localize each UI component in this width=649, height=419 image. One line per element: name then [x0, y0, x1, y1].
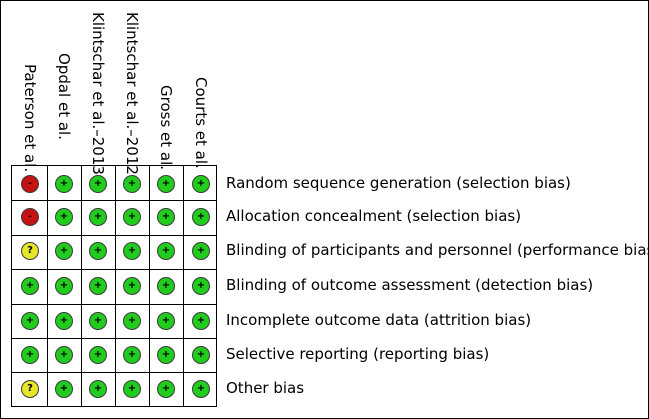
grid-column-divider — [47, 166, 48, 406]
domain-label: Blinding of outcome assessment (detectio… — [226, 276, 594, 294]
judgement-low-icon: + — [123, 380, 141, 398]
judgement-low-icon: + — [192, 208, 210, 226]
grid-row-divider — [12, 269, 216, 271]
grid-column-divider — [81, 166, 82, 406]
judgement-low-icon: + — [55, 277, 73, 295]
judgement-low-icon: + — [89, 380, 107, 398]
judgement-low-icon: + — [157, 346, 175, 364]
study-label: Opdal et al. — [55, 53, 73, 140]
judgement-low-icon: + — [55, 346, 73, 364]
judgement-low-icon: + — [21, 312, 39, 330]
judgement-low-icon: + — [55, 208, 73, 226]
judgement-low-icon: + — [89, 312, 107, 330]
grid-column-divider — [149, 166, 150, 406]
grid-column-divider — [183, 166, 184, 406]
judgement-low-icon: + — [123, 175, 141, 193]
judgement-low-icon: + — [192, 175, 210, 193]
judgement-low-icon: + — [123, 346, 141, 364]
judgement-low-icon: + — [157, 208, 175, 226]
judgement-low-icon: + — [157, 242, 175, 260]
judgement-unclear-icon: ? — [21, 380, 39, 398]
judgement-low-icon: + — [55, 175, 73, 193]
domain-label: Incomplete outcome data (attrition bias) — [226, 311, 532, 329]
domain-label: Random sequence generation (selection bi… — [226, 174, 571, 192]
grid-row-divider — [12, 303, 216, 305]
study-label: Paterson et al. — [21, 64, 39, 173]
grid-row-divider — [12, 200, 216, 202]
judgement-low-icon: + — [157, 380, 175, 398]
judgement-low-icon: + — [123, 312, 141, 330]
grid-row-divider — [12, 372, 216, 374]
judgement-low-icon: + — [192, 277, 210, 295]
judgement-low-icon: + — [192, 312, 210, 330]
judgement-unclear-icon: ? — [21, 242, 39, 260]
risk-of-bias-grid: -+++++-+++++?+++++++++++++++++++++++?+++… — [11, 165, 217, 407]
judgement-low-icon: + — [55, 380, 73, 398]
judgement-low-icon: + — [192, 346, 210, 364]
grid-row-divider — [12, 234, 216, 236]
judgement-low-icon: + — [123, 208, 141, 226]
judgement-low-icon: + — [192, 242, 210, 260]
judgement-low-icon: + — [157, 312, 175, 330]
judgement-low-icon: + — [89, 175, 107, 193]
judgement-low-icon: + — [89, 242, 107, 260]
judgement-low-icon: + — [21, 277, 39, 295]
judgement-low-icon: + — [89, 208, 107, 226]
judgement-high-icon: - — [21, 175, 39, 193]
domain-label: Allocation concealment (selection bias) — [226, 207, 522, 225]
domain-label: Blinding of participants and personnel (… — [226, 241, 649, 259]
judgement-low-icon: + — [157, 175, 175, 193]
study-label: Klintschar et al.–2013 — [89, 12, 107, 175]
judgement-high-icon: - — [21, 208, 39, 226]
judgement-low-icon: + — [89, 346, 107, 364]
judgement-low-icon: + — [157, 277, 175, 295]
study-label: Klintschar et al.–2012 — [123, 12, 141, 175]
judgement-low-icon: + — [123, 277, 141, 295]
grid-row-divider — [12, 338, 216, 339]
grid-column-divider — [115, 166, 116, 406]
judgement-low-icon: + — [55, 242, 73, 260]
domain-label: Other bias — [226, 379, 305, 397]
domain-label: Selective reporting (reporting bias) — [226, 345, 490, 363]
study-label: Courts et al. — [192, 77, 210, 169]
judgement-low-icon: + — [123, 242, 141, 260]
study-label: Gross et al. — [157, 85, 175, 171]
judgement-low-icon: + — [192, 380, 210, 398]
judgement-low-icon: + — [55, 312, 73, 330]
judgement-low-icon: + — [89, 277, 107, 295]
judgement-low-icon: + — [21, 346, 39, 364]
